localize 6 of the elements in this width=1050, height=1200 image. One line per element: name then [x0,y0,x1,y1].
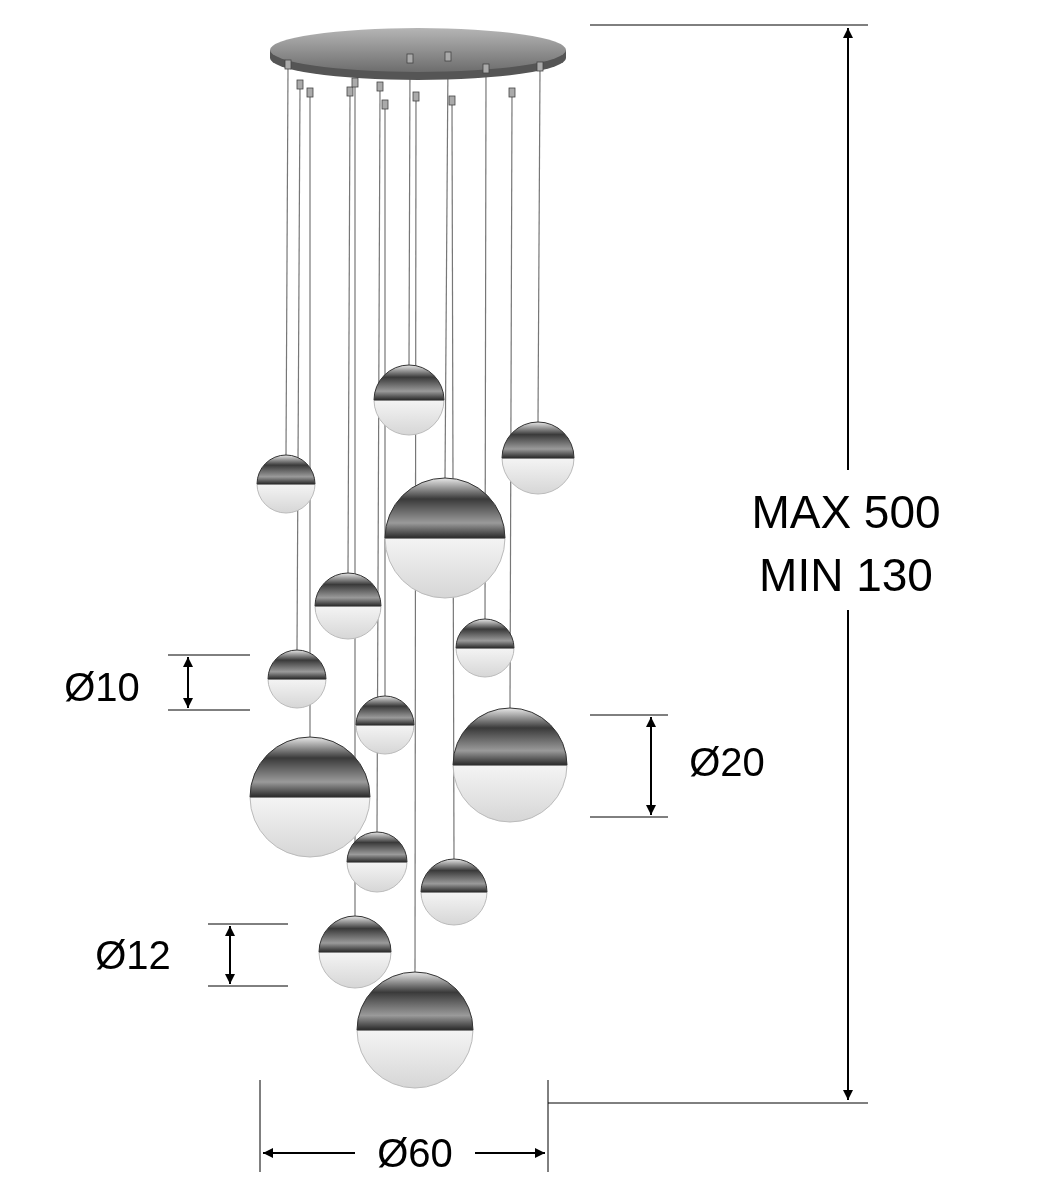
dimension-label: Ø12 [95,935,171,975]
dimension-label: Ø10 [64,667,140,707]
dimension-label: Ø20 [689,742,765,782]
dimension-label: Ø60 [377,1133,453,1173]
dimension-label: MIN 130 [759,552,933,598]
dimension-label: MAX 500 [751,489,941,535]
